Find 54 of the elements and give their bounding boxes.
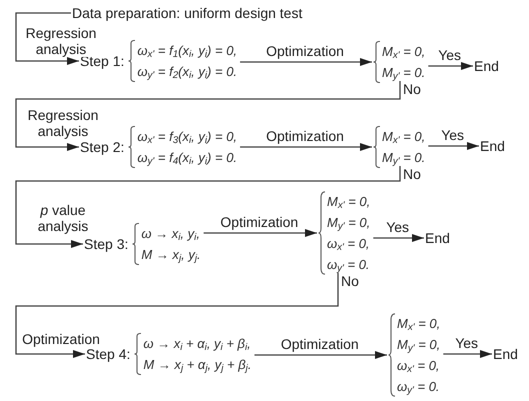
equation: ω$_{y'}$ = 0. — [327, 256, 370, 275]
equation: ω$_{x'}$ = 0, — [327, 235, 370, 254]
edge-label: Optimization — [266, 128, 344, 144]
arrow — [15, 166, 401, 248]
equation: M → x$_{j}$ + α$_{j}$, y$_{j}$ + β$_{j}$. — [143, 356, 252, 375]
step-label: Step 4: — [86, 346, 130, 364]
edge-label: No — [403, 81, 421, 97]
end-label: End — [474, 57, 499, 75]
equation: ω$_{y'}$ = 0. — [397, 378, 440, 397]
equation: M$_{y'}$ = 0, — [397, 336, 440, 355]
arrow — [240, 58, 372, 66]
arrow — [15, 12, 79, 65]
equation: M$_{x'}$ = 0, — [382, 128, 426, 147]
equation: ω$_{x'}$ = f$_{1}$(x$_{i}$, y$_{i}$) = 0, — [137, 42, 238, 61]
equation: M$_{x'}$ = 0, — [327, 193, 370, 212]
arrow — [428, 142, 479, 150]
arrow — [15, 81, 401, 151]
equation: ω$_{x'}$ = f$_{3}$(x$_{i}$, y$_{i}$) = 0, — [137, 128, 238, 147]
arrow — [254, 351, 387, 359]
end-label: End — [425, 229, 450, 247]
arrow — [443, 350, 492, 358]
equation: M$_{y'}$ = 0. — [382, 149, 426, 168]
edge-label: No — [341, 273, 359, 289]
arrow — [15, 273, 339, 358]
edge-label: Optimization — [220, 214, 298, 230]
arrow — [240, 143, 372, 151]
equation: M$_{x'}$ = 0, — [382, 43, 426, 62]
arrow — [204, 229, 317, 237]
branch-label: Regression analysis — [26, 107, 100, 139]
edge-label: No — [403, 166, 421, 182]
equation: ω → x$_{i}$ + α$_{i}$, y$_{i}$ + β$_{i}$, — [143, 335, 252, 354]
step-label: Step 2: — [80, 138, 124, 157]
equation: M$_{x'}$ = 0, — [397, 315, 440, 334]
equation: M → x$_{j}$, y$_{j}$. — [141, 246, 201, 265]
edge-label: Optimization — [266, 43, 344, 59]
arrow — [373, 234, 424, 242]
edge-label: Yes — [441, 127, 464, 143]
equation: ω → x$_{i}$, y$_{i}$, — [141, 225, 201, 244]
step-label: Step 3: — [84, 234, 128, 254]
branch-label: Optimization — [21, 331, 101, 347]
branch-label: p value analysis — [36, 202, 90, 234]
equation: ω$_{y'}$ = f$_{2}$(x$_{i}$, y$_{i}$) = 0. — [137, 63, 238, 82]
equation: ω$_{x'}$ = 0, — [397, 357, 440, 376]
arrow — [428, 62, 473, 70]
edge-label: Yes — [438, 47, 462, 63]
end-label: End — [480, 137, 505, 155]
edge-label: Yes — [386, 219, 410, 235]
edge-label: Yes — [455, 335, 478, 351]
edge-label: Optimization — [280, 336, 359, 352]
end-label: End — [493, 345, 518, 363]
equation: ω$_{y'}$ = f$_{4}$(x$_{i}$, y$_{i}$) = 0. — [137, 149, 238, 168]
equation: M$_{y'}$ = 0, — [327, 214, 370, 233]
equation: M$_{y'}$ = 0. — [382, 64, 426, 83]
heading-text: Data preparation: uniform design test — [72, 4, 302, 22]
